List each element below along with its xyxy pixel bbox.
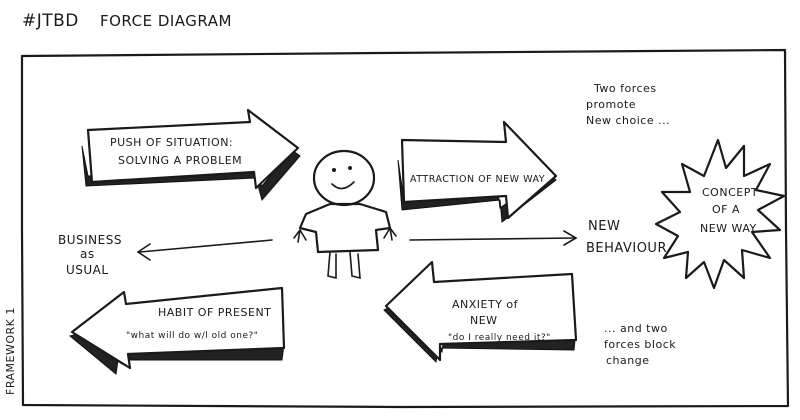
note-bottom-2: forces block — [604, 338, 676, 351]
person-leg-right — [349, 251, 361, 280]
person-figure — [293, 149, 397, 280]
arrow-to-new-behaviour — [409, 230, 578, 246]
note-bottom-3: change — [606, 354, 649, 367]
burst-label-3: NEW WAY — [700, 222, 757, 235]
outcome-right-1: NEW — [588, 219, 620, 234]
arrow-to-business-as-usual — [136, 239, 273, 261]
header-title: FORCE DIAGRAM — [100, 12, 232, 30]
note-top-1: Two forces — [593, 82, 657, 95]
outcome-left-2: as — [80, 247, 95, 261]
attraction-arrow: ATTRACTION OF NEW WAY — [397, 120, 558, 223]
burst-label-2: OF A — [712, 203, 740, 216]
outcome-left-1: BUSINESS — [58, 233, 122, 247]
anxiety-label-2: NEW — [470, 314, 498, 327]
push-label-1: PUSH OF SITUATION: — [110, 136, 233, 149]
person-eye-right — [348, 166, 352, 170]
person-hand-right — [383, 227, 397, 241]
push-arrow: PUSH OF SITUATION: SOLVING A PROBLEM — [81, 108, 301, 202]
anxiety-arrow: ANXIETY of NEW "do I really need it?" — [383, 260, 578, 364]
habit-quote: "what will do w/l old one?" — [126, 331, 258, 341]
person-leg-left — [327, 251, 337, 280]
concept-burst: CONCEPT OF A NEW WAY — [654, 138, 786, 290]
anxiety-quote: "do I really need it?" — [448, 333, 551, 343]
outcome-left-3: USUAL — [66, 263, 109, 277]
frame-border — [20, 48, 790, 409]
person-smile — [331, 181, 355, 190]
person-hand-left — [293, 229, 307, 243]
push-label-2: SOLVING A PROBLEM — [118, 154, 242, 167]
anxiety-label-1: ANXIETY of — [452, 298, 519, 311]
person-eye-left — [332, 168, 336, 172]
note-top-2: promote — [586, 98, 636, 111]
outcome-right-2: BEHAVIOUR — [586, 241, 667, 256]
attraction-label: ATTRACTION OF NEW WAY — [410, 174, 545, 185]
person-head — [312, 149, 376, 207]
note-bottom-1: ... and two — [604, 322, 668, 335]
habit-label: HABIT OF PRESENT — [158, 306, 271, 319]
note-top-3: New choice ... — [586, 114, 670, 127]
side-label: FRAMEWORK 1 — [4, 307, 17, 395]
person-shirt — [298, 202, 392, 254]
header-tag: #JTBD — [22, 11, 79, 31]
habit-arrow: HABIT OF PRESENT "what will do w/l old o… — [68, 286, 286, 375]
burst-label-1: CONCEPT — [702, 186, 758, 199]
